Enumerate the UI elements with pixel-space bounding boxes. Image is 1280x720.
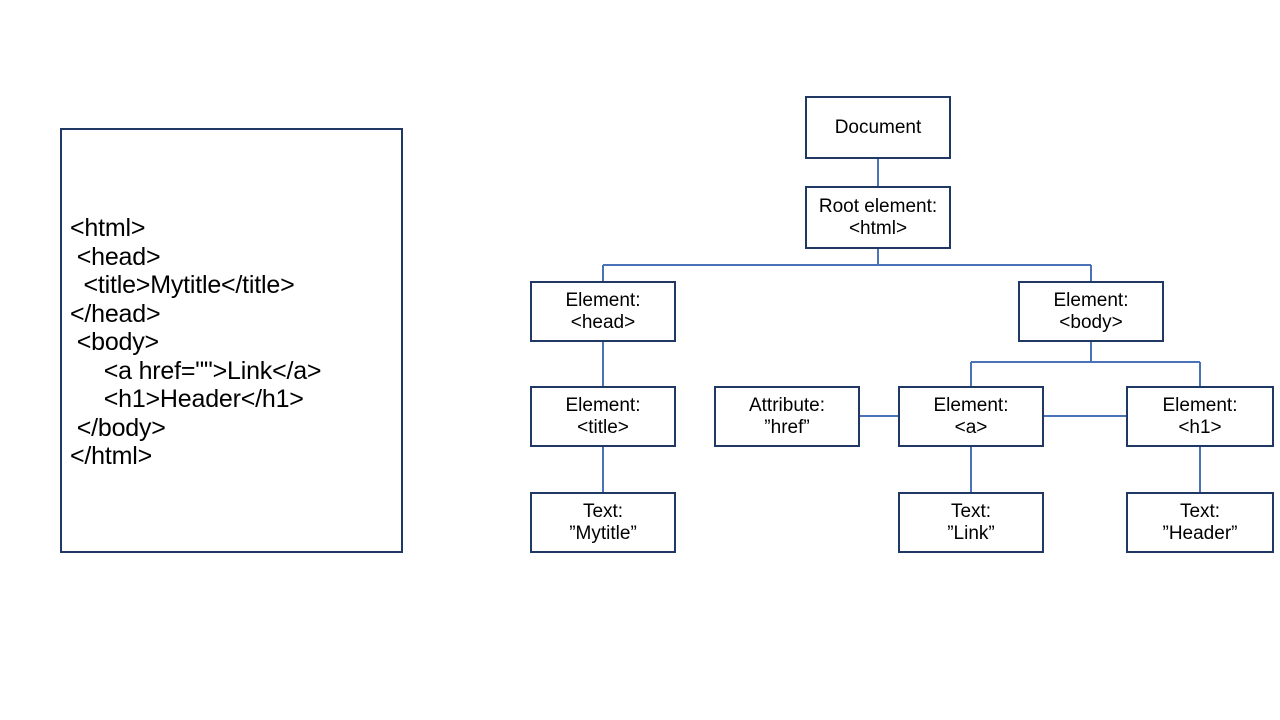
node-label-line1: Element: bbox=[565, 289, 641, 311]
code-line: <a href="">Link</a> bbox=[70, 356, 322, 385]
tree-node-element-a[interactable]: Element: <a> bbox=[898, 386, 1044, 447]
tree-node-element-body[interactable]: Element: <body> bbox=[1018, 281, 1164, 342]
code-line: </html> bbox=[70, 442, 152, 470]
code-listing: <html> <head> <title>Mytitle</title> </h… bbox=[70, 214, 397, 471]
node-label-line2: <a> bbox=[954, 416, 988, 438]
node-label-line1: Text: bbox=[582, 500, 624, 522]
node-label-line2: <h1> bbox=[1178, 416, 1222, 438]
node-label-line1: Element: bbox=[933, 394, 1009, 416]
tree-node-element-title[interactable]: Element: <title> bbox=[530, 386, 676, 447]
tree-node-document[interactable]: Document bbox=[805, 96, 951, 159]
node-label-line1: Text: bbox=[1179, 500, 1221, 522]
tree-node-text-header[interactable]: Text: ”Header” bbox=[1126, 492, 1274, 553]
node-label-line2: ”Link” bbox=[947, 522, 995, 544]
tree-node-element-head[interactable]: Element: <head> bbox=[530, 281, 676, 342]
code-line: <head> bbox=[70, 242, 161, 271]
tree-node-root-element-html[interactable]: Root element: <html> bbox=[805, 186, 951, 249]
node-label-line2: <head> bbox=[570, 311, 636, 333]
node-label-line1: Root element: bbox=[818, 195, 938, 217]
code-line: <body> bbox=[70, 328, 159, 356]
node-label-line1: Element: bbox=[565, 394, 641, 416]
code-line: <title>Mytitle</title> bbox=[70, 271, 295, 299]
html-source-code-panel: <html> <head> <title>Mytitle</title> </h… bbox=[60, 128, 403, 553]
node-label-line2: ”Mytitle” bbox=[569, 522, 637, 544]
code-line: </body> bbox=[70, 413, 166, 442]
code-line: </head> bbox=[70, 299, 161, 328]
node-label-line1: Attribute: bbox=[748, 394, 826, 416]
code-line: <h1>Header</h1> bbox=[70, 385, 304, 413]
node-label-line1: Element: bbox=[1162, 394, 1238, 416]
node-label-line2: <title> bbox=[577, 416, 629, 438]
tree-node-text-mytitle[interactable]: Text: ”Mytitle” bbox=[530, 492, 676, 553]
tree-node-element-h1[interactable]: Element: <h1> bbox=[1126, 386, 1274, 447]
node-label-line2: <body> bbox=[1059, 311, 1123, 333]
code-line: <html> bbox=[70, 214, 146, 242]
node-label-line2: ”href” bbox=[764, 416, 810, 438]
node-label-line2: <html> bbox=[848, 217, 908, 239]
node-label-line1: Document bbox=[834, 116, 922, 138]
tree-node-attribute-href[interactable]: Attribute: ”href” bbox=[714, 386, 860, 447]
node-label-line2: ”Header” bbox=[1162, 522, 1238, 544]
tree-node-text-link[interactable]: Text: ”Link” bbox=[898, 492, 1044, 553]
node-label-line1: Element: bbox=[1053, 289, 1129, 311]
node-label-line1: Text: bbox=[950, 500, 992, 522]
